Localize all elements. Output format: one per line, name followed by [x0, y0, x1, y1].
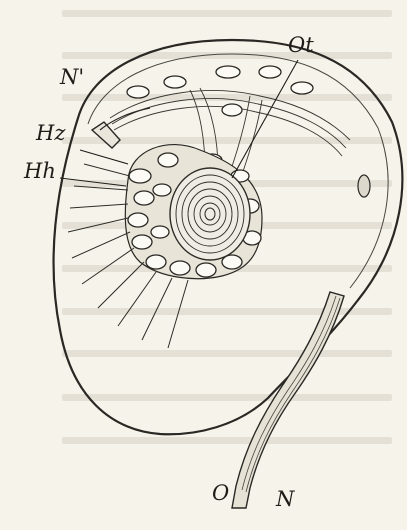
nerve-n — [232, 292, 344, 508]
label-hh: Hh — [23, 159, 56, 183]
label-n-prime: N' — [59, 65, 84, 89]
label-ot: Ot — [288, 33, 314, 57]
label-hz: Hz — [35, 121, 66, 145]
wall-nucleus — [358, 175, 370, 197]
label-n: N — [275, 487, 295, 511]
leader-hh — [60, 178, 126, 186]
label-o: O — [212, 481, 229, 505]
leader-hz — [80, 150, 128, 164]
otolith — [170, 168, 250, 260]
